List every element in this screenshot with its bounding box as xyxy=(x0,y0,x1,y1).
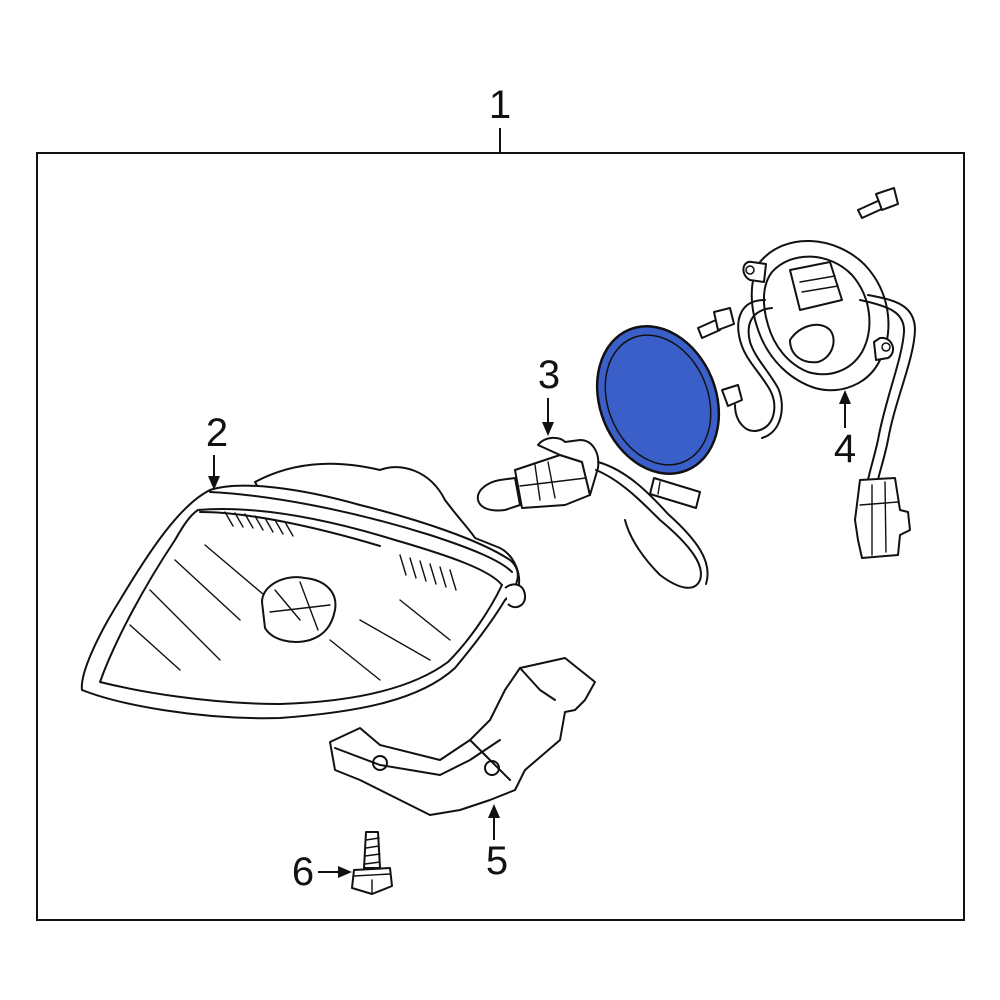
callout-4-arrow xyxy=(839,390,851,404)
screw-upper[interactable] xyxy=(857,187,899,219)
bulb-seal-gasket[interactable] xyxy=(576,308,740,492)
bulb[interactable] xyxy=(476,436,709,589)
bolt[interactable] xyxy=(351,831,393,895)
callout-3-arrow xyxy=(542,422,554,436)
callout-6-arrow xyxy=(338,866,352,878)
fog-lamp-housing[interactable] xyxy=(80,462,527,720)
bulb-socket-assembly[interactable] xyxy=(721,240,916,559)
callout-3-label: 3 xyxy=(538,353,560,397)
callout-1-label: 1 xyxy=(489,83,511,127)
callout-5-arrow xyxy=(488,804,500,818)
mounting-bracket[interactable] xyxy=(329,657,596,816)
callout-6-label: 6 xyxy=(292,850,314,894)
callout-5-label: 5 xyxy=(486,839,508,883)
callout-4-label: 4 xyxy=(834,427,856,471)
callout-2-arrow xyxy=(208,476,220,490)
callout-2-label: 2 xyxy=(206,411,228,455)
screw-lower[interactable] xyxy=(697,307,735,339)
